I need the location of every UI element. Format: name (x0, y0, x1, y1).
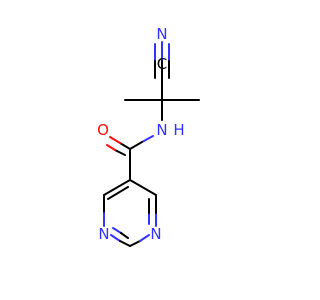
bond-carbonyl-double (106, 136, 131, 156)
atom-h-amide: H (173, 121, 184, 139)
bonds (103, 41, 200, 247)
molecule-diagram: N C N H O N N (97, 25, 200, 247)
atom-o-carbonyl: O (97, 121, 109, 139)
atom-n-amide: N (156, 121, 167, 139)
bond-n-carbonyl (129, 135, 154, 150)
atom-n-ring-left: N (98, 225, 109, 243)
atom-n-nitrile: N (156, 25, 167, 43)
atom-labels: N C N H O N N (97, 25, 185, 243)
pyrimidine-ring-bonds (103, 179, 157, 247)
atom-n-ring-right: N (150, 225, 161, 243)
bond-nitrile-triple (154, 41, 170, 79)
structure-canvas: N C N H O N N (97, 25, 200, 247)
atom-c-nitrile: C (157, 55, 167, 73)
